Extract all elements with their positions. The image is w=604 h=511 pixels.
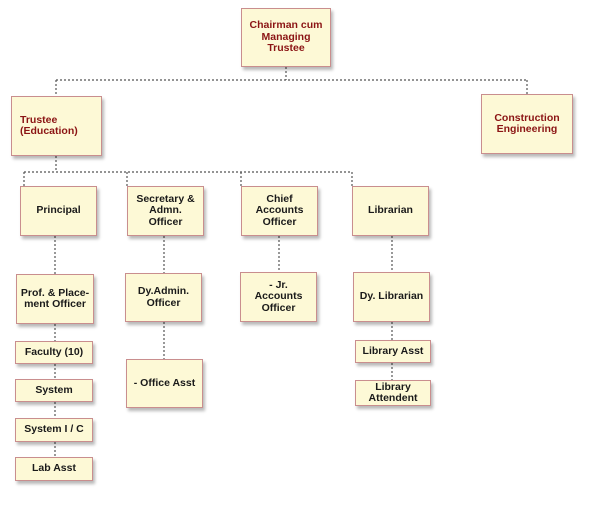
node-trustee-education: Trustee (Education) bbox=[11, 96, 102, 156]
node-system-ic: System I / C bbox=[15, 418, 93, 442]
node-prof-placement-officer: Prof. & Place- ment Officer bbox=[16, 274, 94, 324]
node-faculty: Faculty (10) bbox=[15, 341, 93, 364]
node-construction-engineering: Construction Engineering bbox=[481, 94, 573, 154]
node-dy-admin-officer: Dy.Admin. Officer bbox=[125, 273, 202, 322]
node-chairman: Chairman cum Managing Trustee bbox=[241, 8, 331, 67]
node-dy-librarian: Dy. Librarian bbox=[353, 272, 430, 322]
node-library-attendent: Library Attendent bbox=[355, 380, 431, 406]
node-chief-accounts: Chief Accounts Officer bbox=[241, 186, 318, 236]
node-jr-accounts-officer: - Jr. Accounts Officer bbox=[240, 272, 317, 322]
node-principal: Principal bbox=[20, 186, 97, 236]
node-system: System bbox=[15, 379, 93, 402]
node-librarian: Librarian bbox=[352, 186, 429, 236]
node-office-asst: - Office Asst bbox=[126, 359, 203, 408]
node-lab-asst: Lab Asst bbox=[15, 457, 93, 481]
node-secretary: Secretary & Admn. Officer bbox=[127, 186, 204, 236]
node-library-asst: Library Asst bbox=[355, 340, 431, 363]
